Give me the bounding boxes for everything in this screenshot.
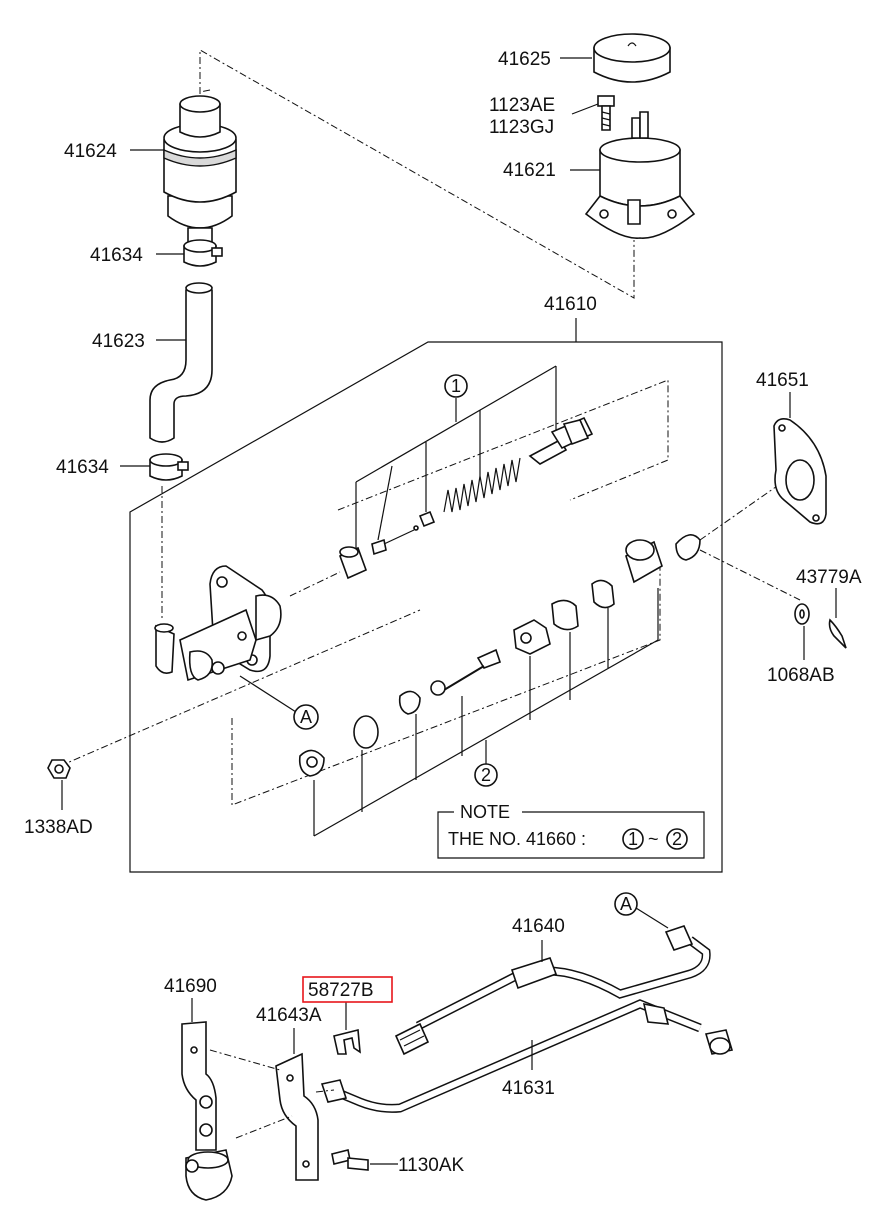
- label-41634-bottom: 41634: [56, 457, 109, 478]
- label-1338ad: 1338AD: [24, 817, 93, 838]
- marker-a-bottom-circle: [614, 892, 638, 916]
- group-1-parts: [338, 365, 594, 580]
- note-range-start-circle: [622, 828, 644, 850]
- bolt-1130ak: [331, 1149, 369, 1171]
- cap-41625: [593, 33, 671, 83]
- marker-1: 1: [451, 376, 461, 396]
- group-2-box: [231, 560, 661, 806]
- label-41690: 41690: [164, 976, 217, 997]
- label-41643a: 41643A: [256, 1005, 322, 1026]
- bolt-1123ae: [597, 95, 615, 131]
- washer-1068ab: [794, 603, 810, 625]
- marker-2: 2: [481, 765, 491, 785]
- gasket-41651: [773, 418, 827, 525]
- pipe-41640: [394, 925, 711, 1056]
- note-box: [437, 811, 705, 859]
- cotter-pin-43779a: [828, 618, 847, 649]
- hose-clamp-41634-top: [183, 239, 223, 267]
- note-range-end-circle: [666, 828, 688, 850]
- group-1-box: [337, 379, 669, 511]
- pipe-41631: [320, 999, 734, 1113]
- label-41634-top: 41634: [90, 245, 143, 266]
- label-1068ab: 1068AB: [767, 665, 835, 686]
- assembly-box-41610: [129, 341, 723, 873]
- hose-clamp-41634-bottom: [149, 453, 189, 481]
- note-tilde: ~: [648, 829, 659, 849]
- hose-41623: [149, 285, 213, 443]
- label-41624: 41624: [64, 141, 117, 162]
- label-41631: 41631: [502, 1078, 555, 1099]
- label-1123gj: 1123GJ: [489, 117, 554, 138]
- reservoir-41624: [163, 95, 237, 250]
- label-41651: 41651: [756, 370, 809, 391]
- label-41625: 41625: [498, 49, 551, 70]
- highlight-box-58727b: [302, 976, 393, 1003]
- nut-1338ad: [47, 759, 71, 779]
- note-range-start: 1: [628, 829, 638, 849]
- bracket-41690: [181, 1021, 233, 1201]
- marker-2-circle: [474, 763, 498, 787]
- label-41623: 41623: [92, 331, 145, 352]
- label-41610: 41610: [544, 294, 597, 315]
- bracket-41643a: [275, 1052, 319, 1181]
- clip-58727b: [333, 1028, 361, 1055]
- group-2-parts: [298, 534, 701, 837]
- label-1130ak: 1130AK: [398, 1155, 465, 1176]
- label-58727b: 58727B: [308, 980, 374, 1001]
- label-43779a: 43779A: [796, 567, 862, 588]
- label-41621: 41621: [503, 160, 556, 181]
- bracket-41621: [584, 111, 696, 239]
- note-title: NOTE: [460, 802, 510, 822]
- marker-a-top-circle: [293, 704, 319, 730]
- label-41640: 41640: [512, 916, 565, 937]
- marker-1-circle: [444, 374, 468, 398]
- note-range-end: 2: [672, 829, 682, 849]
- master-cylinder-body: [154, 565, 282, 682]
- marker-a-top: A: [300, 707, 312, 727]
- note-text: THE NO. 41660 :: [448, 829, 586, 849]
- label-1123ae: 1123AE: [489, 95, 555, 116]
- marker-a-bottom: A: [620, 894, 632, 914]
